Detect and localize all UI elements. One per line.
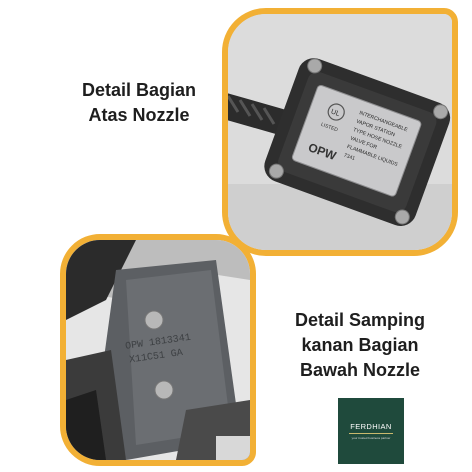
plate-line: 7341 <box>343 152 356 162</box>
nozzle-top-illustration: UL LISTED OPW INTERCHANGEABLE VAPOR STAT… <box>228 14 452 250</box>
listed-label: LISTED <box>320 122 339 134</box>
brand-logo: FERDHIAN your trusted business partner <box>338 398 404 464</box>
photo-nozzle-side: OPW 1813341 X11C51 GA <box>60 234 256 466</box>
ul-logo-icon <box>327 103 345 121</box>
caption-top-line-1: Detail Bagian <box>81 80 197 100</box>
photo-nozzle-top: UL LISTED OPW INTERCHANGEABLE VAPOR STAT… <box>222 8 458 256</box>
caption-bottom: Detail Samping kanan Bagian Bawah Nozzle <box>256 308 464 383</box>
caption-top-line-2: Atas Nozzle <box>88 105 190 125</box>
ul-mark: UL <box>330 108 341 118</box>
logo-subtitle: your trusted business partner <box>351 436 391 440</box>
caption-bottom-line-2: kanan Bagian <box>301 335 419 355</box>
logo-divider <box>349 433 393 434</box>
caption-bottom-line-1: Detail Samping <box>294 310 426 330</box>
nozzle-side-illustration: OPW 1813341 X11C51 GA <box>66 240 250 460</box>
caption-top: Detail Bagian Atas Nozzle <box>60 78 218 128</box>
caption-bottom-line-3: Bawah Nozzle <box>299 360 421 380</box>
logo-name: FERDHIAN <box>350 422 392 431</box>
